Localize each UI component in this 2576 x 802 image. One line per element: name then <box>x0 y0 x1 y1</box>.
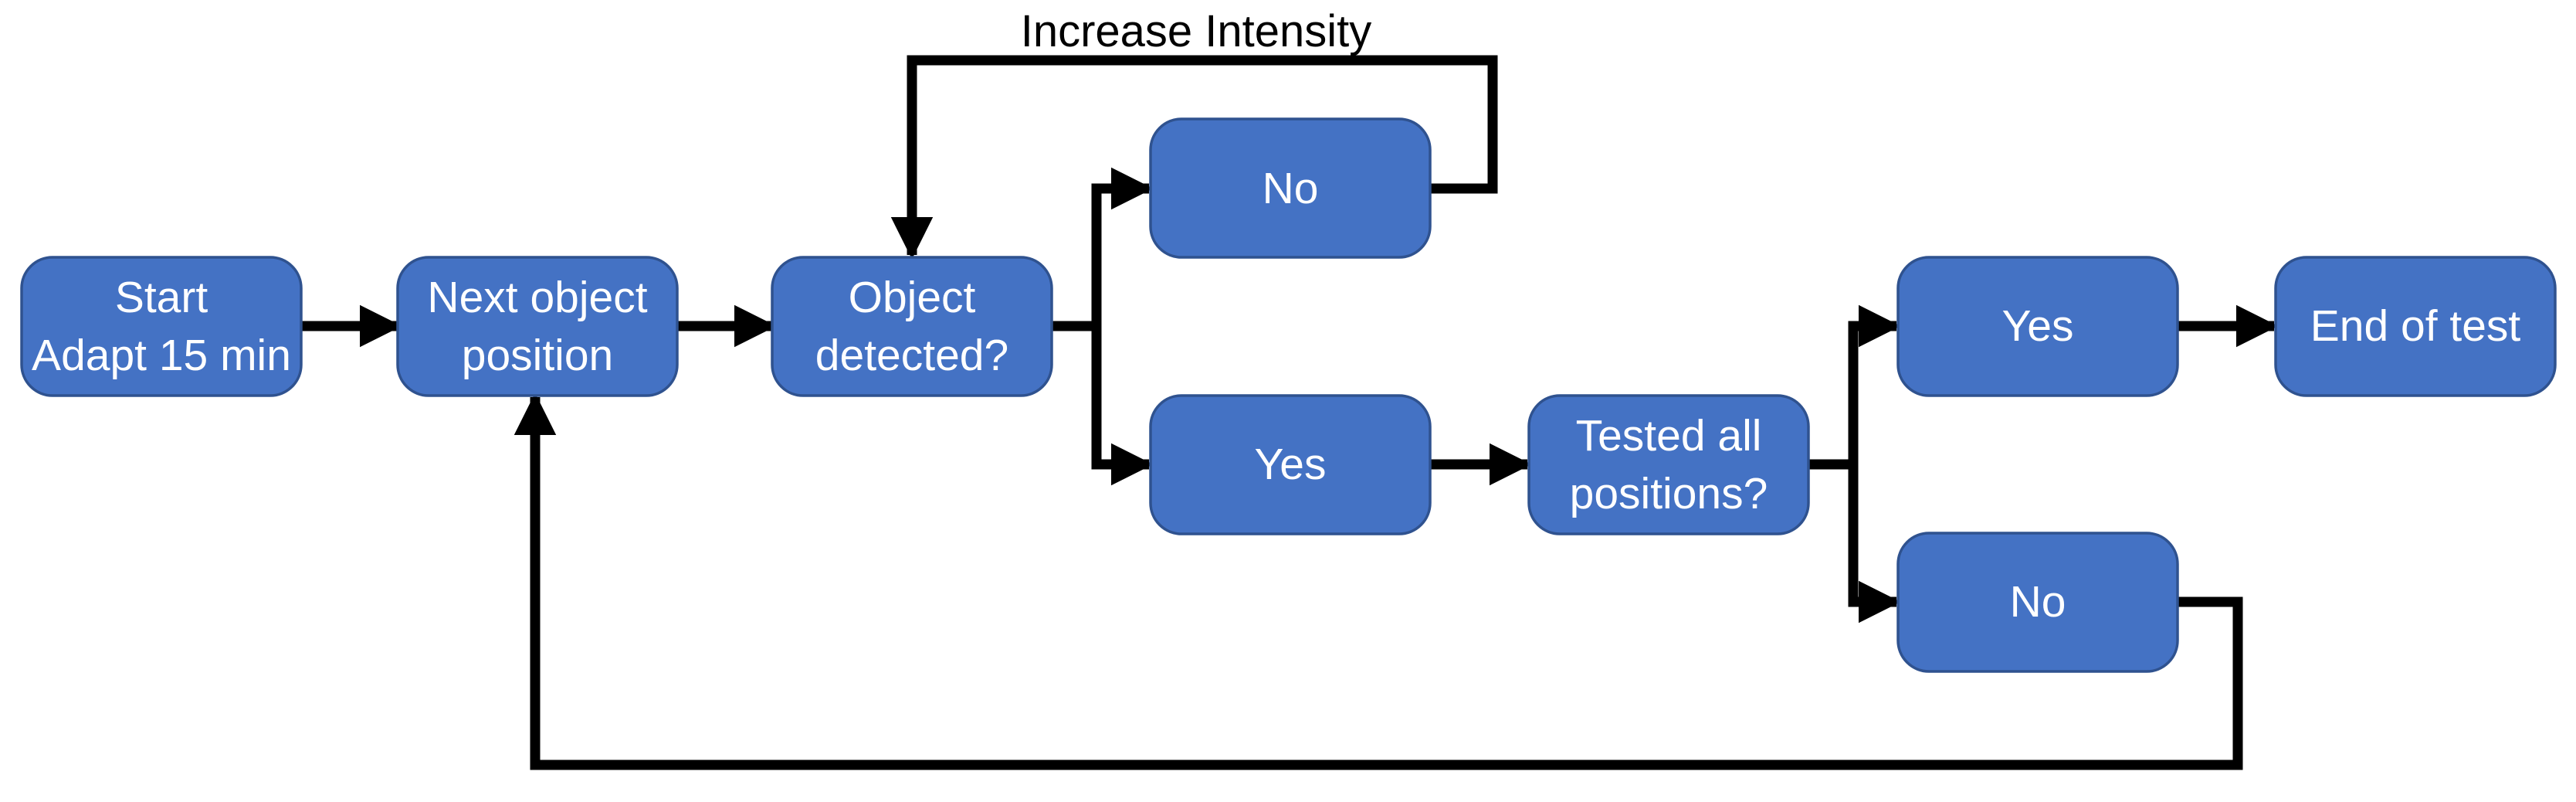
node-next-object-position-label-line1: Next object <box>427 273 647 322</box>
node-tested-all-yes: Yes <box>1896 256 2179 397</box>
node-next-object-position-shape <box>396 256 679 397</box>
node-object-detected-label-line2: detected? <box>815 331 1008 380</box>
node-next-object-position-label-line2: position <box>462 331 613 380</box>
node-object-detected-label-line1: Object <box>849 273 976 322</box>
node-object-detected-yes-shape <box>1149 394 1432 535</box>
node-object-detected-no-label: No <box>1263 164 1319 213</box>
node-start: Start Adapt 15 min <box>20 256 303 397</box>
edge-no-increase-intensity-loop <box>890 55 1498 260</box>
node-start-label-line2: Adapt 15 min <box>32 331 291 380</box>
increase-intensity-label: Increase Intensity <box>1021 6 1372 56</box>
edge-no-return-loop-to-next <box>514 393 2243 770</box>
node-object-detected: Object detected? <box>771 256 1053 397</box>
node-end-of-test-shape <box>2274 256 2557 397</box>
node-start-shape <box>20 256 303 397</box>
edge-object-detected-to-no <box>1052 167 1154 331</box>
edge-tested-all-to-no <box>1848 464 1901 624</box>
node-tested-all-yes-shape <box>1896 256 2179 397</box>
node-tested-all-positions-shape <box>1527 394 1810 535</box>
node-tested-all-yes-label: Yes <box>2002 301 2074 351</box>
node-object-detected-yes-label: Yes <box>1255 440 1327 489</box>
node-object-detected-yes: Yes <box>1149 394 1432 535</box>
node-tested-all-no: No <box>1896 532 2179 673</box>
node-next-object-position: Next object position <box>396 256 679 397</box>
node-object-detected-shape <box>771 256 1053 397</box>
edge-tested-all-to-yes <box>1808 304 1901 470</box>
node-tested-all-positions-label-line2: positions? <box>1570 469 1768 518</box>
node-start-label-line1: Start <box>115 273 208 322</box>
node-end-of-test-label: End of test <box>2310 301 2521 351</box>
node-tested-all-positions: Tested all positions? <box>1527 394 1810 535</box>
node-tested-all-no-shape <box>1896 532 2179 673</box>
edge-object-detected-to-yes <box>1091 326 1154 486</box>
node-object-detected-no: No <box>1149 117 1432 259</box>
node-tested-all-positions-label-line1: Tested all <box>1576 411 1762 460</box>
node-end-of-test: End of test <box>2274 256 2557 397</box>
node-object-detected-no-shape <box>1149 117 1432 259</box>
node-tested-all-no-label: No <box>2010 577 2066 627</box>
